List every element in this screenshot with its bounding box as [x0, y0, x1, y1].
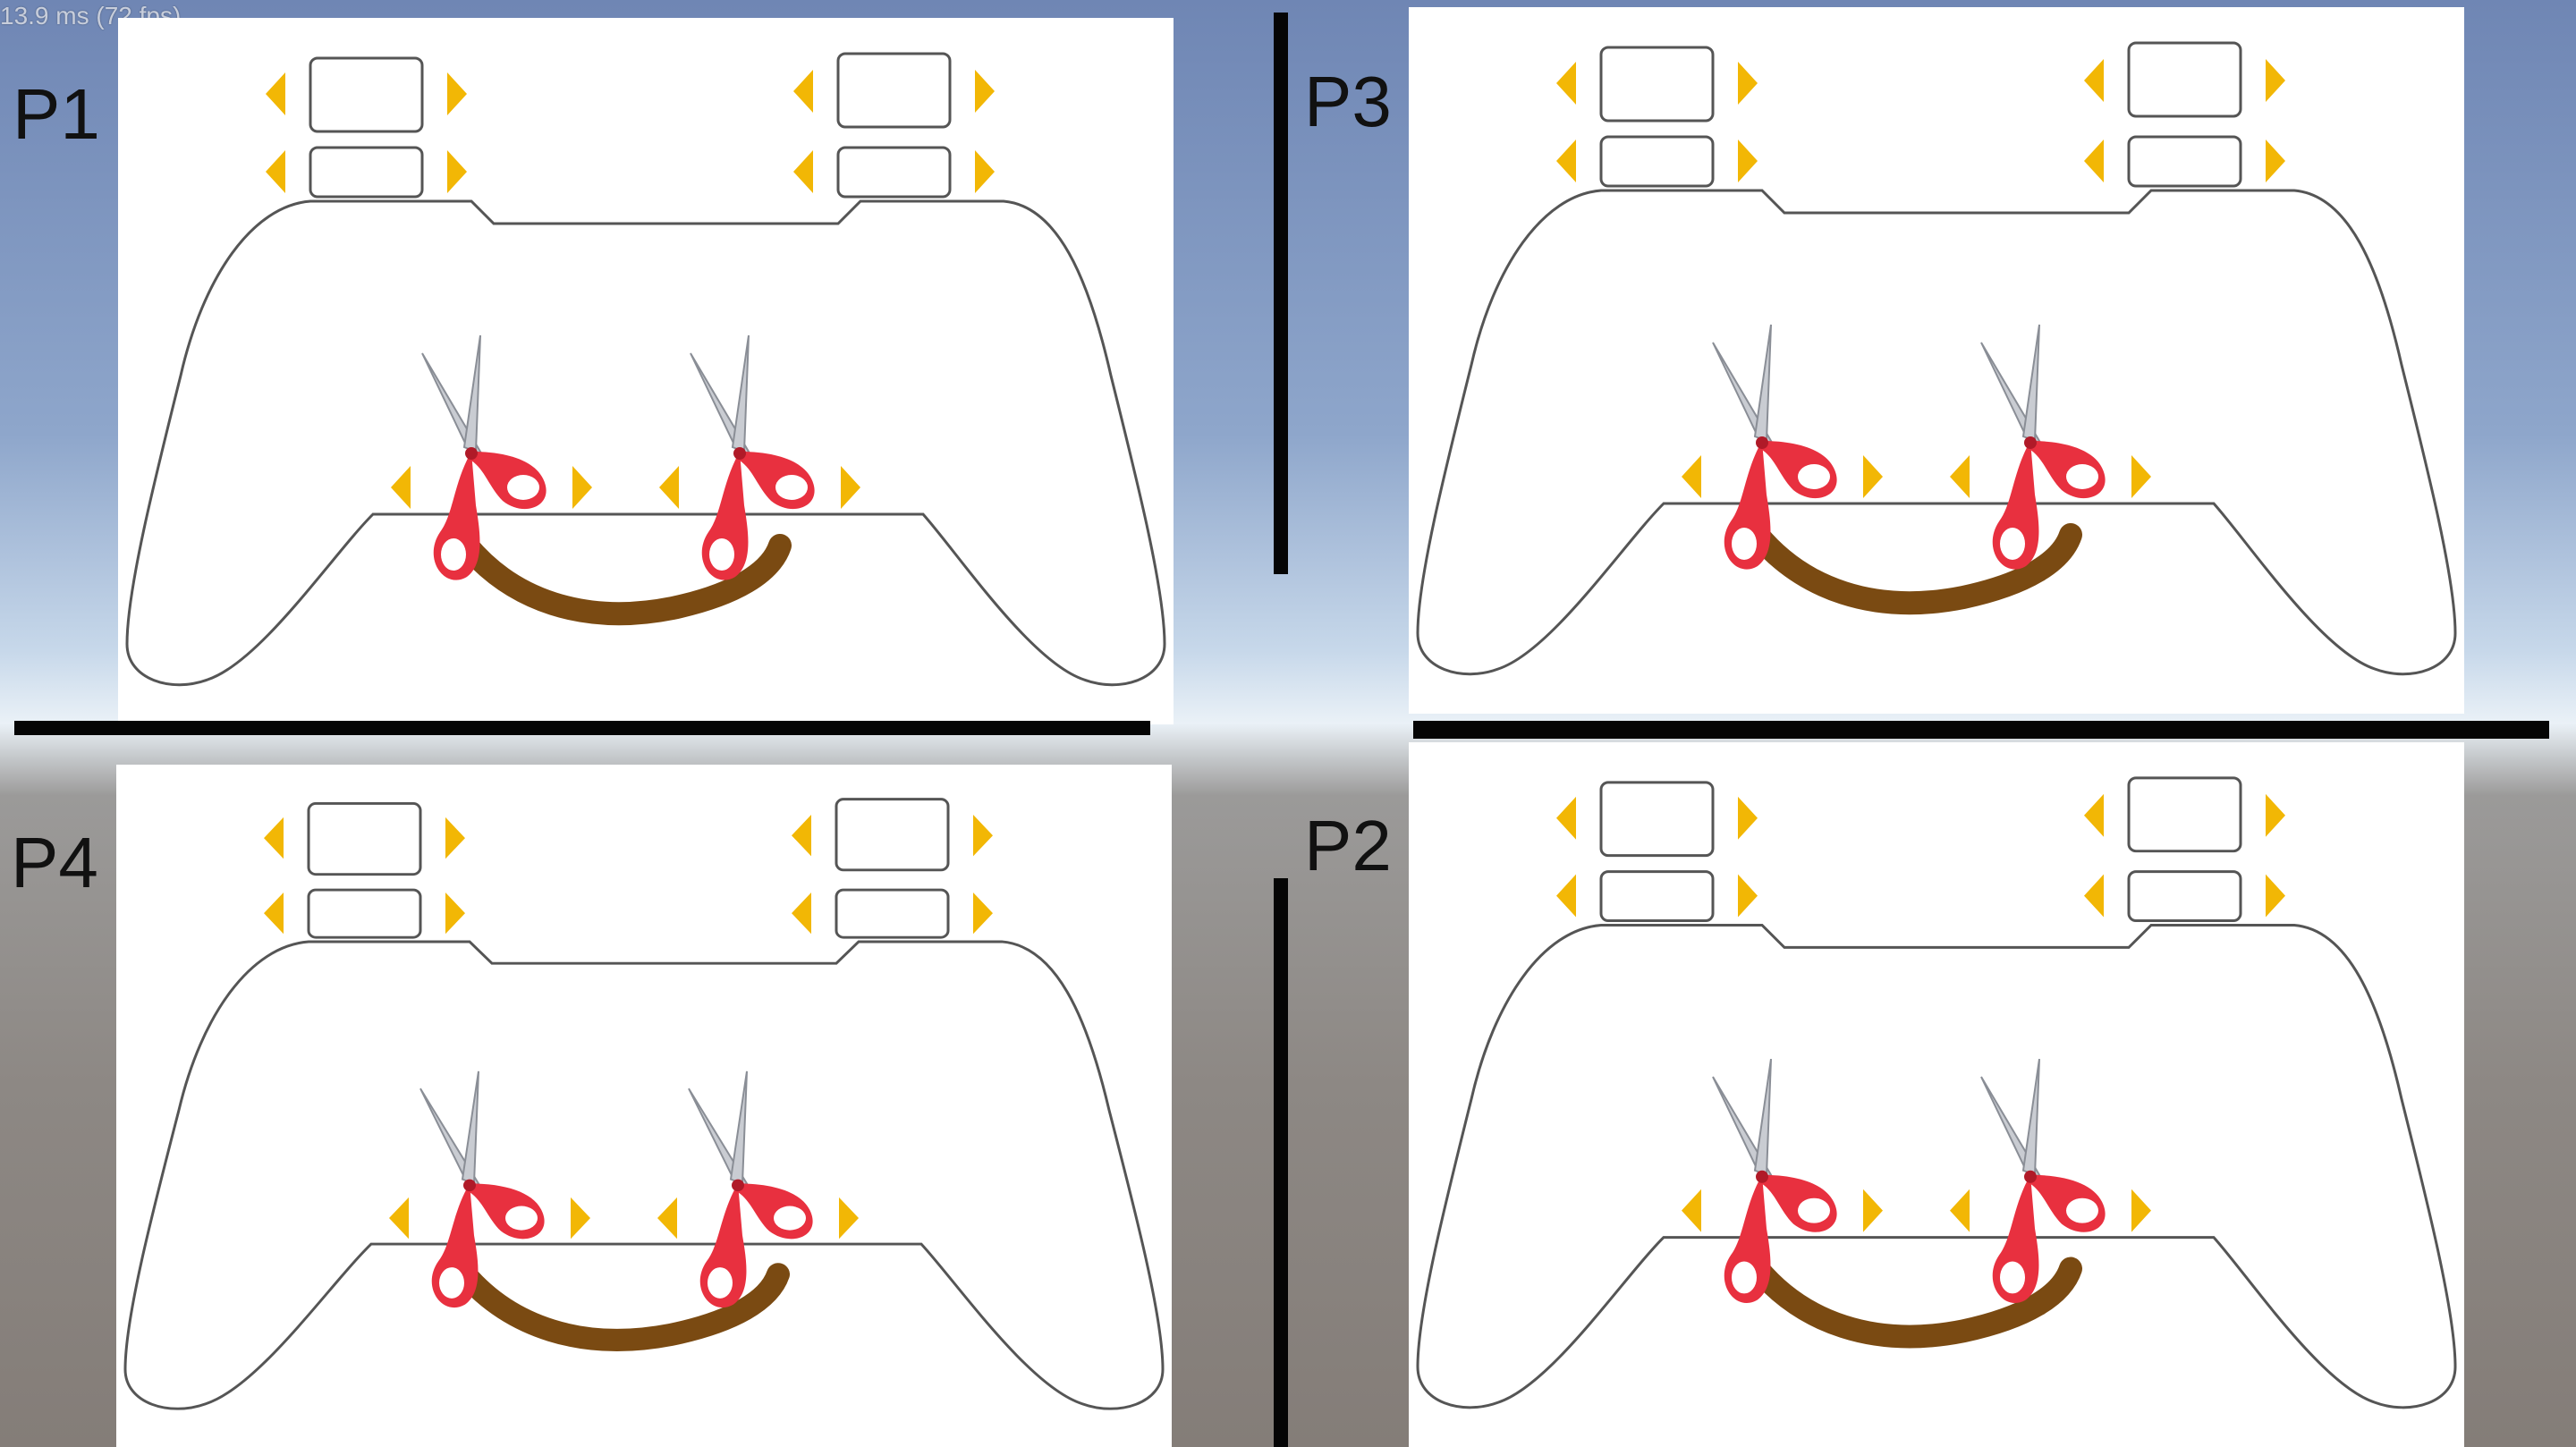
arrow-left-icon: [792, 892, 811, 935]
right-trigger-button: [836, 52, 952, 129]
scissors-icon: [688, 1070, 813, 1308]
rope-handle: [1746, 1257, 2082, 1349]
arrow-right-icon: [445, 817, 465, 859]
player-panel-p3: [1409, 7, 2464, 714]
player-panel-p2: [1409, 742, 2464, 1447]
arrow-left-icon: [2084, 140, 2104, 182]
arrow-left-icon: [2084, 874, 2104, 918]
arrow-right-icon: [1738, 62, 1758, 105]
left-trigger-button: [1599, 781, 1715, 858]
arrow-left-icon: [1556, 796, 1576, 840]
controller-diagram: [125, 52, 1166, 687]
right-bumper-button: [836, 146, 952, 199]
arrow-left-icon: [1556, 140, 1576, 182]
arrow-right-icon: [973, 892, 993, 935]
arrow-left-icon: [2084, 59, 2104, 102]
player-label-p4: P4: [11, 823, 98, 902]
scissors-icon: [1980, 1058, 2106, 1303]
arrow-right-icon: [1863, 455, 1883, 498]
arrow-right-icon: [2131, 1189, 2151, 1232]
arrow-left-icon: [389, 1197, 409, 1240]
arrow-left-icon: [793, 70, 813, 113]
divider-vertical-bottom: [1274, 878, 1288, 1447]
scissors-icon: [1712, 324, 1837, 570]
arrow-left-icon: [1556, 874, 1576, 918]
divider-vertical-top: [1274, 13, 1288, 574]
divider-horizontal-right: [1413, 721, 2549, 739]
right-bumper-button: [2127, 135, 2242, 188]
divider-horizontal-left: [14, 721, 1150, 735]
player-panel-p4: [116, 765, 1172, 1447]
arrow-left-icon: [792, 815, 811, 857]
controller-diagram: [123, 798, 1165, 1410]
arrow-right-icon: [445, 892, 465, 935]
player-label-p2: P2: [1304, 806, 1392, 885]
arrow-right-icon: [447, 72, 467, 115]
arrow-right-icon: [975, 70, 995, 113]
controller-outline: [1416, 923, 2457, 1409]
player-label-p1: P1: [13, 74, 100, 154]
arrow-right-icon: [841, 466, 860, 509]
controller-diagram: [1416, 776, 2457, 1409]
arrow-left-icon: [1682, 1189, 1701, 1232]
controller-outline: [123, 940, 1165, 1410]
rope-handle: [455, 534, 792, 626]
controller-outline: [125, 199, 1166, 687]
arrow-left-icon: [1950, 1189, 1970, 1232]
scissors-icon: [1980, 324, 2106, 570]
left-bumper-button: [309, 146, 424, 199]
right-bumper-button: [2127, 870, 2242, 922]
left-trigger-button: [307, 802, 422, 876]
scissors-icon: [421, 334, 547, 580]
left-bumper-button: [1599, 135, 1715, 188]
arrow-right-icon: [572, 466, 592, 509]
arrow-left-icon: [266, 150, 285, 193]
arrow-left-icon: [2084, 793, 2104, 837]
arrow-right-icon: [447, 150, 467, 193]
player-label-p3: P3: [1304, 62, 1392, 141]
right-trigger-button: [2127, 41, 2242, 118]
right-trigger-button: [835, 798, 950, 872]
arrow-left-icon: [659, 466, 679, 509]
arrow-left-icon: [266, 72, 285, 115]
right-bumper-button: [835, 888, 950, 939]
controller-diagram: [1416, 41, 2457, 676]
scissors-icon: [690, 334, 815, 580]
arrow-left-icon: [1950, 455, 1970, 498]
arrow-right-icon: [2131, 455, 2151, 498]
controller-outline: [1416, 189, 2457, 676]
arrow-right-icon: [1738, 796, 1758, 840]
right-trigger-button: [2127, 776, 2242, 853]
arrow-right-icon: [2266, 140, 2285, 182]
arrow-right-icon: [2266, 874, 2285, 918]
arrow-left-icon: [1556, 62, 1576, 105]
arrow-right-icon: [839, 1197, 859, 1240]
arrow-left-icon: [391, 466, 411, 509]
arrow-right-icon: [975, 150, 995, 193]
left-trigger-button: [309, 56, 424, 133]
left-trigger-button: [1599, 46, 1715, 123]
arrow-left-icon: [657, 1197, 677, 1240]
arrow-left-icon: [793, 150, 813, 193]
left-bumper-button: [307, 888, 422, 939]
rope-handle: [453, 1263, 790, 1351]
arrow-left-icon: [1682, 455, 1701, 498]
arrow-right-icon: [1863, 1189, 1883, 1232]
arrow-right-icon: [1738, 140, 1758, 182]
arrow-right-icon: [571, 1197, 590, 1240]
arrow-right-icon: [2266, 59, 2285, 102]
arrow-right-icon: [973, 815, 993, 857]
arrow-right-icon: [1738, 874, 1758, 918]
player-panel-p1: [118, 18, 1174, 724]
rope-handle: [1746, 523, 2082, 615]
arrow-right-icon: [2266, 793, 2285, 837]
left-bumper-button: [1599, 870, 1715, 922]
arrow-left-icon: [264, 892, 284, 935]
scissors-icon: [419, 1070, 545, 1308]
scissors-icon: [1712, 1058, 1837, 1303]
arrow-left-icon: [264, 817, 284, 859]
